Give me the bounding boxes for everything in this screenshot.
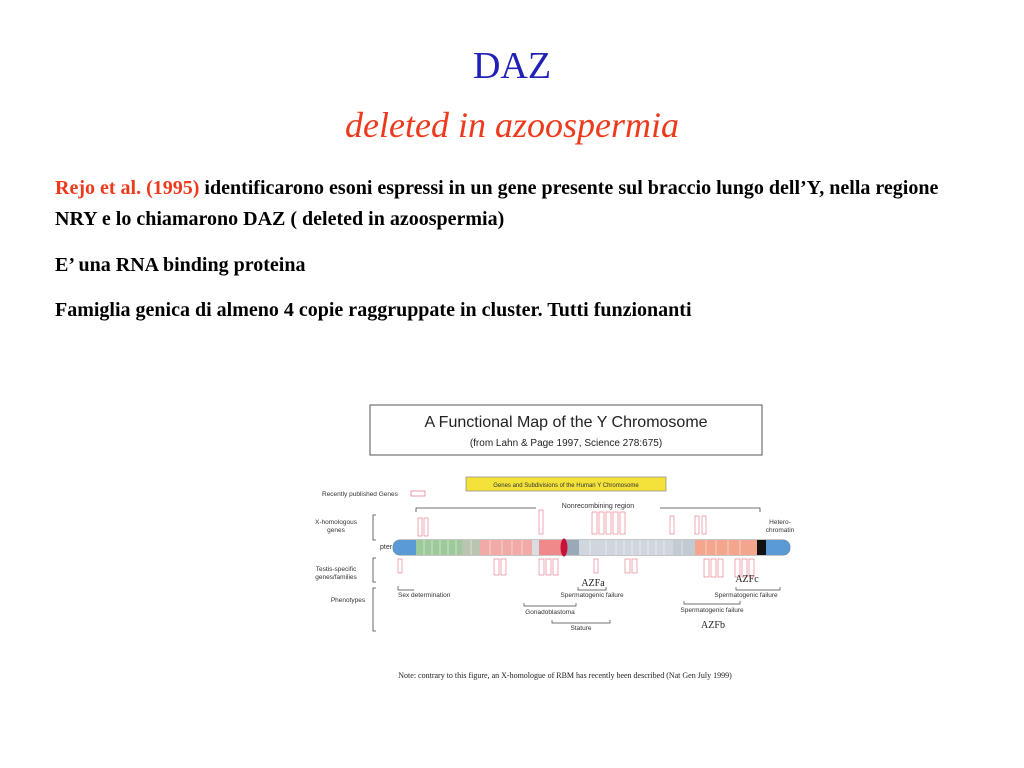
bracket-phenotypes (372, 587, 376, 632)
paragraph-gene-family: Famiglia genica di almeno 4 copie raggru… (55, 299, 692, 321)
paragraph-daz-discovery: Rejo et al. (1995) identificarono esoni … (55, 173, 985, 235)
phenotype-gonadoblastoma: Gonadoblastoma (525, 609, 575, 616)
qter-cap-fill (766, 540, 776, 555)
bracket-stature (551, 620, 611, 624)
x-homologous-gene-markers (417, 509, 707, 537)
label-azfc: AZFc (735, 574, 759, 585)
bracket-gonadoblastoma (523, 603, 577, 607)
chromosome-band-pink-1 (480, 540, 532, 555)
paragraph-rna-binding: E’ una RNA binding proteina (55, 254, 306, 276)
chromosome-ideogram (392, 538, 791, 557)
reference-citation: Rejo et al. (1995) (55, 177, 200, 199)
nonrecombining-label-bg (536, 500, 660, 510)
testis-specific-gene-markers (397, 558, 755, 578)
phenotype-spermatogenic-failure-b: Spermatogenic failure (680, 607, 744, 614)
bracket-spermatogenic-c (735, 587, 781, 591)
phenotype-spermatogenic-failure-a: Spermatogenic failure (560, 592, 624, 599)
label-x-homologous-2: genes (327, 527, 345, 534)
bracket-spermatogenic-a (577, 587, 607, 591)
y-chromosome-figure: A Functional Map of the Y Chromosome (fr… (310, 400, 810, 690)
chromosome-band-mid-2 (673, 540, 695, 555)
bracket-testis-specific (372, 557, 376, 583)
figure-note: Note: contrary to this figure, an X-homo… (398, 671, 732, 680)
chromosome-band-slate (567, 540, 579, 555)
y-chromosome-map-svg: A Functional Map of the Y Chromosome (fr… (315, 404, 795, 680)
bracket-x-homologous (372, 514, 376, 541)
label-nonrecombining-region: Nonrecombining region (562, 503, 634, 510)
label-x-homologous-1: X-homologous (315, 519, 358, 526)
phenotype-stature: Stature (571, 625, 592, 632)
figure-title-box (369, 404, 763, 456)
label-testis-specific-2: genes/families (315, 574, 357, 581)
figure-banner (465, 476, 667, 492)
slide-title: DAZ (472, 45, 552, 87)
label-azfb: AZFb (701, 620, 725, 631)
label-azfa: AZFa (581, 578, 605, 589)
figure-source: (from Lahn & Page 1997, Science 278:675) (470, 438, 662, 449)
label-pter: pter (380, 544, 393, 551)
pter-cap-fill (406, 540, 416, 555)
recent-genes-legend-swatch (410, 490, 426, 497)
paragraph-daz-discovery-text: identificarono esoni espressi in un gene… (55, 177, 939, 230)
label-recent-genes: Recently published Genes (322, 491, 399, 498)
chromosome-band-mid (579, 540, 673, 555)
label-phenotypes: Phenotypes (331, 597, 366, 604)
label-heterochromatin-1: Hetero- (769, 519, 791, 526)
chromosome-band-red-1 (539, 540, 563, 555)
chromosome-band-black (757, 540, 766, 555)
slide-subtitle: deleted in azoospermia (345, 105, 679, 145)
figure-title: A Functional Map of the Y Chromosome (424, 414, 707, 431)
chromosome-band-orange (695, 540, 757, 555)
bracket-sex-determination (397, 586, 414, 591)
chromosome-band-green (416, 540, 462, 555)
phenotype-spermatogenic-failure-c: Spermatogenic failure (714, 592, 778, 599)
centromere (560, 538, 568, 557)
figure-banner-text: Genes and Subdivisions of the Human Y Ch… (493, 483, 639, 489)
label-testis-specific-1: Testis-specific (316, 566, 357, 573)
phenotype-sex-determination: Sex determination (398, 592, 451, 599)
bracket-spermatogenic-b (683, 601, 741, 605)
chromosome-band-dividers (423, 540, 741, 555)
label-heterochromatin-2: chromatin (766, 527, 795, 534)
